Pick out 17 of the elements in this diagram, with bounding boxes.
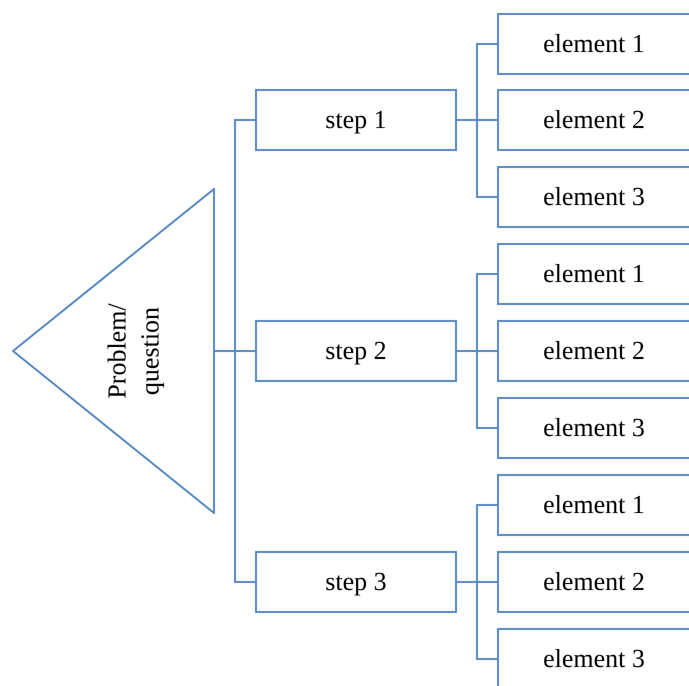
- step-box: step 2: [255, 320, 457, 382]
- triangle-label: Problem/ question: [101, 302, 165, 401]
- step-box: step 1: [255, 89, 457, 151]
- element-box: element 1: [497, 243, 689, 305]
- element-box: element 2: [497, 551, 689, 613]
- element-box: element 3: [497, 397, 689, 459]
- element-box: element 1: [497, 13, 689, 75]
- connector-line: [457, 581, 497, 660]
- step-box: step 3: [255, 551, 457, 613]
- element-box: element 3: [497, 166, 689, 228]
- connector-line: [215, 350, 255, 583]
- element-box: element 3: [497, 628, 689, 686]
- connector-line: [457, 119, 497, 198]
- element-box: element 2: [497, 89, 689, 151]
- connector-line: [457, 350, 497, 429]
- element-box: element 1: [497, 474, 689, 536]
- element-box: element 2: [497, 320, 689, 382]
